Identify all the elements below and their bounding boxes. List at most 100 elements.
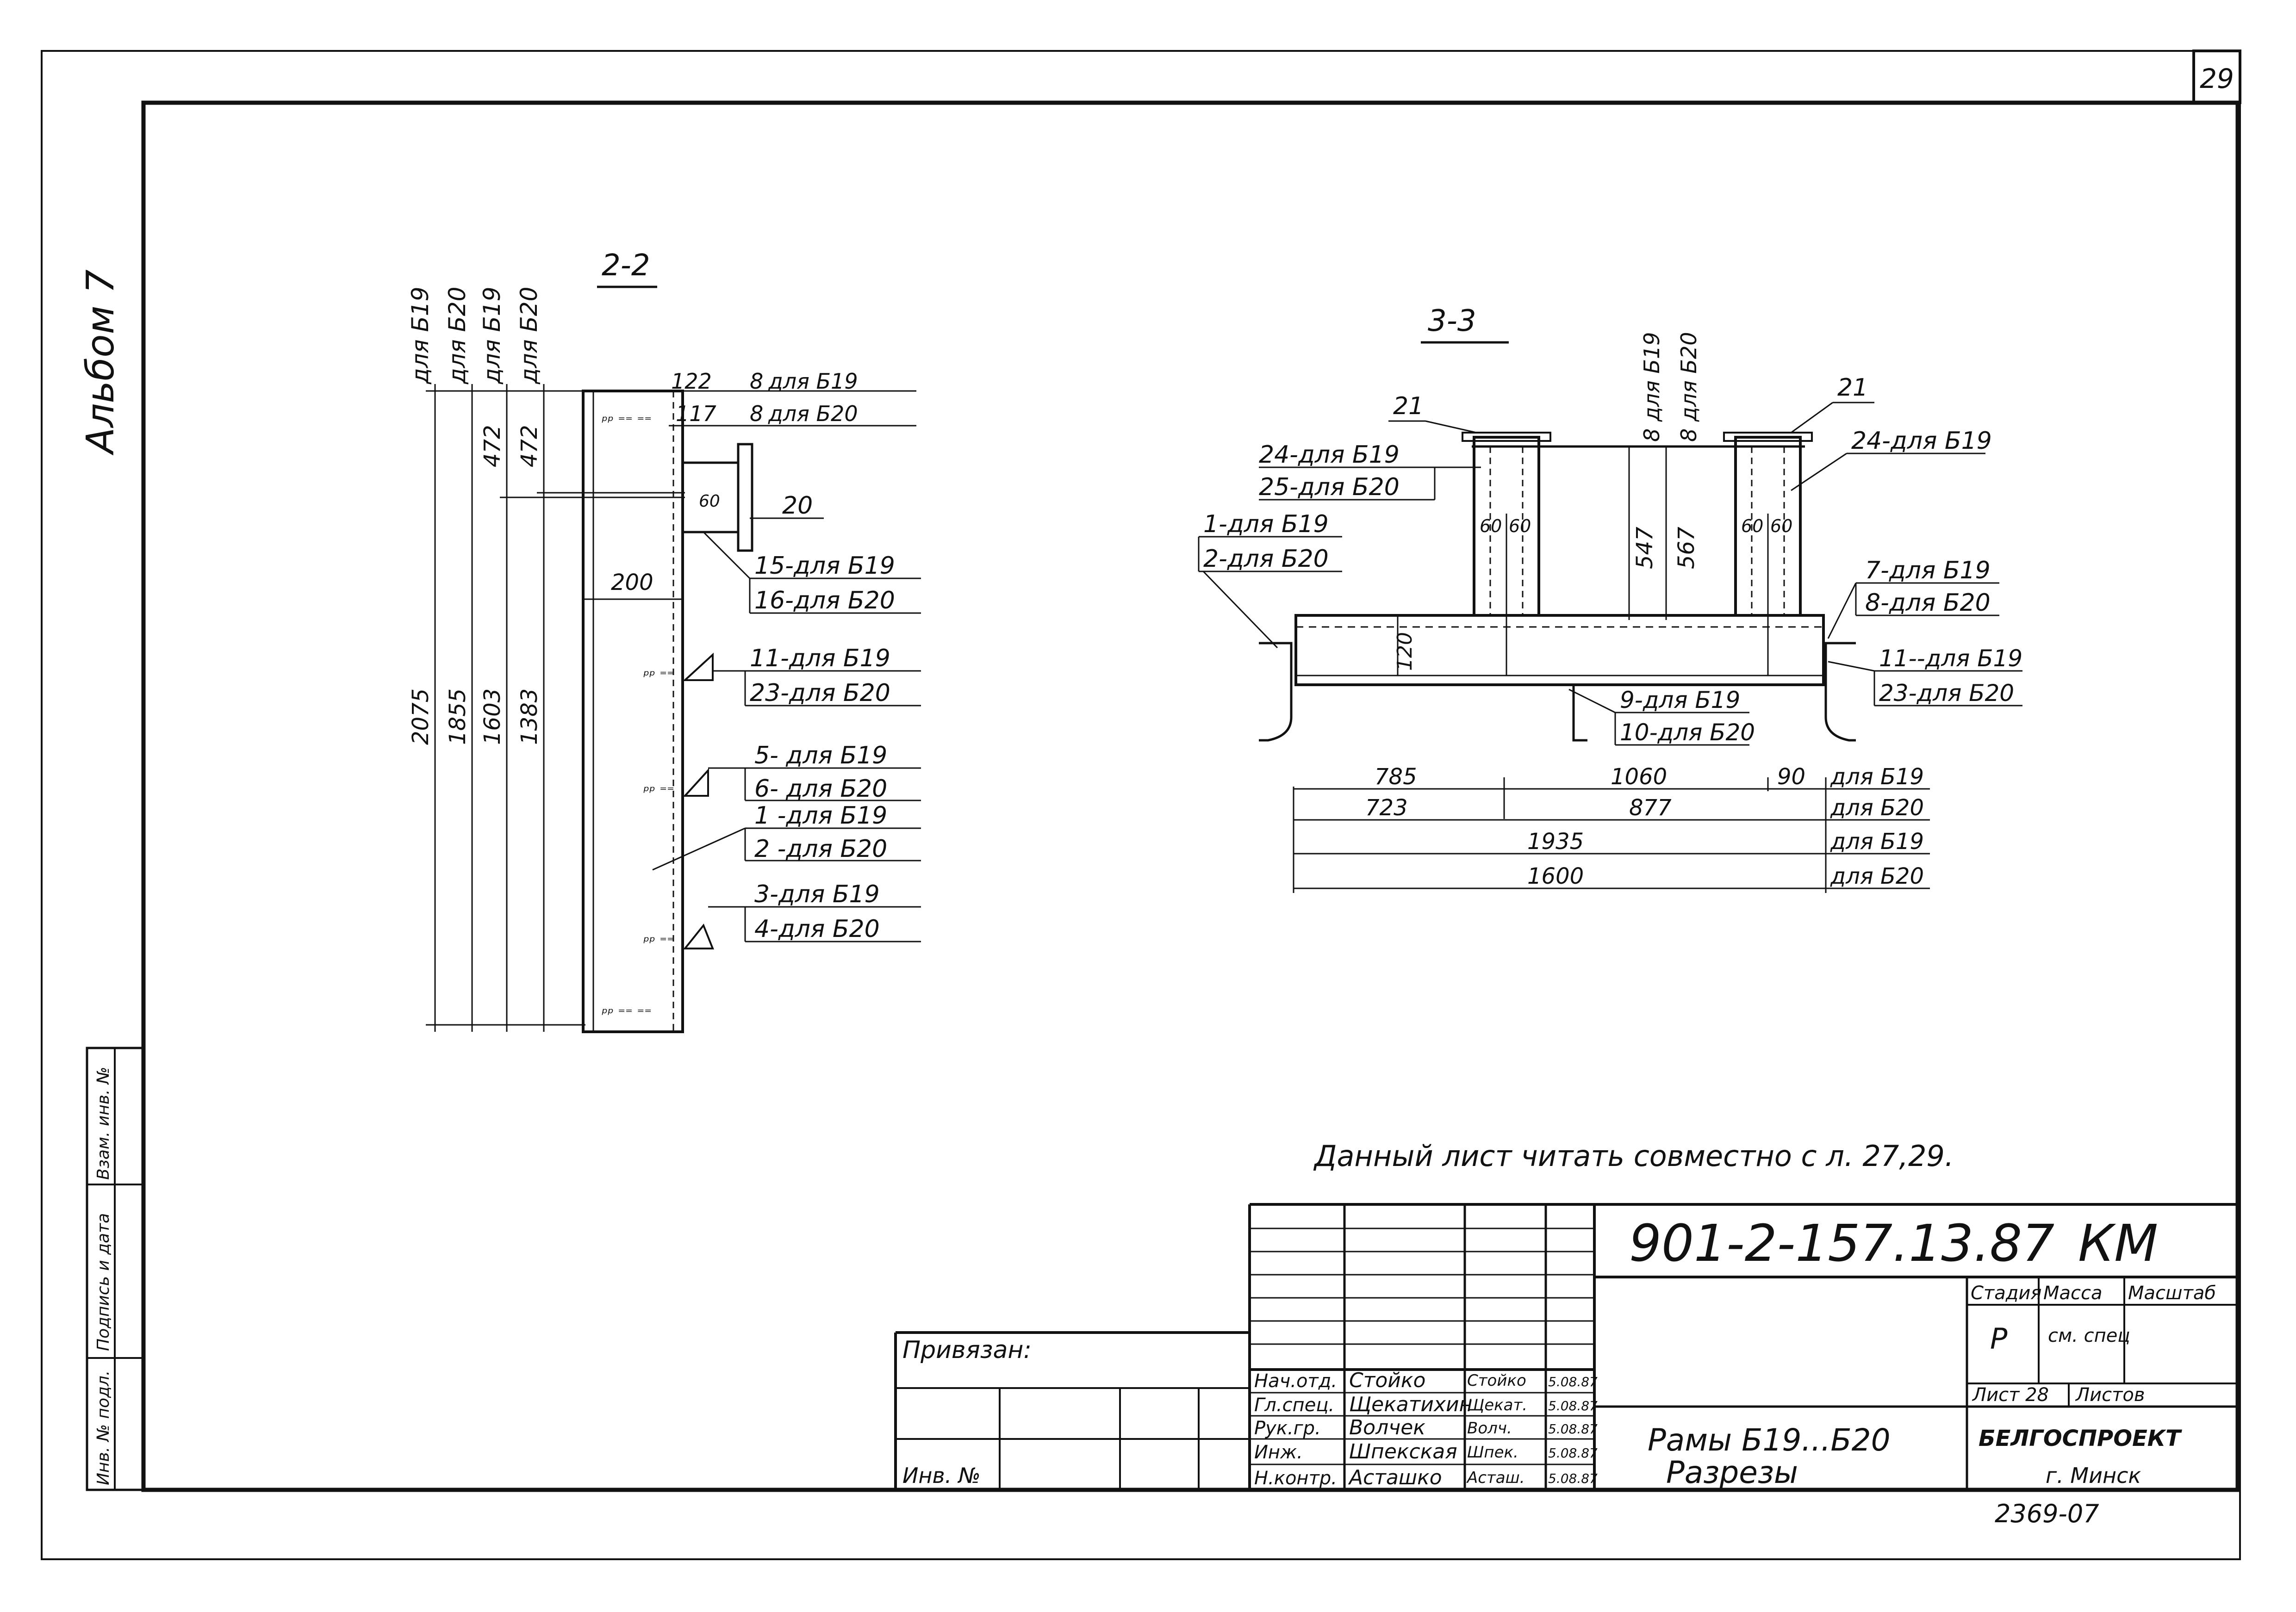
dim-60-d: 60 xyxy=(1770,516,1792,536)
callout-7-8: 7-для Б19 8-для Б20 xyxy=(1827,557,1999,639)
name-2: Щекатихин xyxy=(1349,1393,1472,1416)
svg-text:2 -для Б20: 2 -для Б20 xyxy=(754,835,887,863)
left-stamp: Инв. № подл. Подпись и дата Взам. инв. № xyxy=(86,1047,144,1491)
section-3-3-title: 3-3 xyxy=(1428,304,1476,338)
sig-2: Щекат. xyxy=(1467,1396,1527,1414)
dim-117-8: 8 xyxy=(750,401,763,426)
svg-text:5- для Б19: 5- для Б19 xyxy=(754,742,887,769)
section-3-3: 3-3 60 60 60 60 120 547 567 8 для xyxy=(1198,304,2022,893)
name-5: Асташко xyxy=(1348,1466,1442,1489)
city: г. Минск xyxy=(2046,1463,2141,1488)
section-2-2: 2-2 для Б19 для Б20 для Б19 для Б20 2075… xyxy=(407,248,921,1033)
dim-117-label: для Б20 xyxy=(768,401,858,426)
dim-567: 567 xyxy=(1674,527,1699,569)
doc-mark: КМ xyxy=(2078,1214,2158,1273)
top-label-8-b19: 8 для Б19 xyxy=(1639,332,1664,442)
sig-4: Шпек. xyxy=(1467,1443,1518,1462)
svg-text:7-для Б19: 7-для Б19 xyxy=(1865,557,1991,584)
archive-number: 2369-07 xyxy=(1995,1499,2099,1528)
inner-frame xyxy=(141,100,2240,1492)
section-2-2-title: 2-2 xyxy=(602,248,650,283)
svg-text:21: 21 xyxy=(1393,392,1424,420)
sheet-note: Данный лист читать совместно с л. 27,29. xyxy=(1313,1139,1954,1173)
svg-text:24-для Б19: 24-для Б19 xyxy=(1851,427,1992,455)
date-4: 5.08.87 xyxy=(1548,1445,1598,1461)
dim-90: 90 xyxy=(1777,764,1805,790)
svg-text:2-для Б20: 2-для Б20 xyxy=(1203,545,1329,573)
doc-code: 901-2-157.13.87 xyxy=(1629,1214,2054,1273)
svg-text:6- для Б20: 6- для Б20 xyxy=(754,775,887,803)
dim-122-label: для Б19 xyxy=(768,369,858,394)
vlabel-2: для Б20 xyxy=(444,287,471,384)
svg-text:8-для Б20: 8-для Б20 xyxy=(1865,589,1991,617)
mark-21-right: 21 xyxy=(1791,374,1874,434)
album-label: Альбом 7 xyxy=(79,269,123,456)
dim-1060: 1060 xyxy=(1611,764,1667,790)
date-1: 5.08.87 xyxy=(1548,1374,1598,1389)
org-name: БЕЛГОСПРОЕКТ xyxy=(1979,1426,2182,1451)
svg-text:23-для Б20: 23-для Б20 xyxy=(1879,680,2014,707)
vlabel-1: для Б19 xyxy=(407,287,434,384)
callout-24-right: 24-для Б19 xyxy=(1791,427,1992,491)
svg-text:24-для Б19: 24-для Б19 xyxy=(1259,441,1400,469)
dim-723: 723 xyxy=(1365,795,1408,821)
stamp-inv: Инв. № подл. xyxy=(94,1370,113,1485)
svg-text:1-для Б19: 1-для Б19 xyxy=(1203,510,1329,538)
column-2-2 xyxy=(582,390,684,1033)
svg-text:ᵖᵖ ⁼⁼ ⁼⁼: ᵖᵖ ⁼⁼ ⁼⁼ xyxy=(602,1005,652,1022)
col-mass: Масса xyxy=(2043,1283,2103,1304)
role-1: Нач.отд. xyxy=(1254,1370,1337,1392)
dim-1935: 1935 xyxy=(1527,829,1584,855)
callout-3-4: 3-для Б19 4-для Б20 ᵖᵖ ⁼⁼ xyxy=(643,880,921,950)
svg-text:4-для Б20: 4-для Б20 xyxy=(754,915,880,943)
stamp-sign: Подпись и дата xyxy=(94,1213,113,1351)
callout-15-16: 15-для Б19 16-для Б20 xyxy=(703,531,921,614)
dim-rows: 785 1060 90 для Б19 723 877 для Б20 1935… xyxy=(1293,764,1930,893)
channel-left xyxy=(1259,642,1293,742)
svg-text:11--для Б19: 11--для Б19 xyxy=(1879,645,2022,672)
svg-text:23-для Б20: 23-для Б20 xyxy=(750,679,890,707)
sig-5: Асташ. xyxy=(1466,1469,1525,1487)
svg-text:ᵖᵖ ⁼⁼: ᵖᵖ ⁼⁼ xyxy=(643,668,674,684)
svg-text:20: 20 xyxy=(782,492,813,520)
dim-1383: 1383 xyxy=(516,688,542,745)
angle-bottom xyxy=(1560,683,1587,742)
dim-877: 877 xyxy=(1629,795,1672,821)
svg-text:3-для Б19: 3-для Б19 xyxy=(754,880,880,908)
date-5: 5.08.87 xyxy=(1548,1471,1598,1486)
svg-text:ᵖᵖ ⁼⁼: ᵖᵖ ⁼⁼ xyxy=(643,934,674,950)
dim-1600: 1600 xyxy=(1527,863,1584,889)
svg-text:10-для Б20: 10-для Б20 xyxy=(1620,719,1755,746)
callout-5-6: 5- для Б19 6- для Б20 ᵖᵖ ⁼⁼ xyxy=(643,742,921,803)
svg-text:25-для Б20: 25-для Б20 xyxy=(1259,473,1400,501)
col-scale: Масштаб xyxy=(2128,1283,2216,1304)
sheet-title-1: Рамы Б19...Б20 xyxy=(1648,1422,1891,1458)
dim-1603: 1603 xyxy=(479,688,505,745)
svg-text:16-для Б20: 16-для Б20 xyxy=(754,587,895,614)
dim-60-a: 60 xyxy=(1480,516,1502,536)
dim-472-b: 472 xyxy=(516,425,542,467)
dim-120: 120 xyxy=(1393,632,1417,671)
callout-20: 20 xyxy=(750,492,824,520)
channel-right xyxy=(1824,642,1856,742)
callout-11-23-3-3: 11--для Б19 23-для Б20 xyxy=(1828,645,2022,707)
sheets-label: Листов xyxy=(2075,1384,2145,1406)
mark-21-left: 21 xyxy=(1388,392,1477,434)
dim-122: 122 xyxy=(671,369,712,394)
page-number: 29 xyxy=(2200,63,2234,94)
dim-2075: 2075 xyxy=(408,688,434,745)
stub-plate xyxy=(737,443,753,552)
name-1: Стойко xyxy=(1349,1369,1425,1392)
svg-text:ᵖᵖ ⁼⁼ ⁼⁼: ᵖᵖ ⁼⁼ ⁼⁼ xyxy=(602,413,652,429)
role-2: Гл.спец. xyxy=(1254,1395,1334,1416)
name-3: Волчек xyxy=(1349,1416,1425,1439)
callout-9-10: 9-для Б19 10-для Б20 xyxy=(1568,687,1755,746)
vlabel-3: для Б19 xyxy=(479,287,505,384)
svg-text:ᵖᵖ ⁼⁼: ᵖᵖ ⁼⁼ xyxy=(643,783,674,800)
stage-value: Р xyxy=(1990,1322,2008,1356)
dim-row2-label: для Б20 xyxy=(1830,795,1924,821)
dim-200: 200 xyxy=(611,570,653,595)
outer-border xyxy=(41,50,2241,1560)
date-2: 5.08.87 xyxy=(1548,1398,1598,1414)
